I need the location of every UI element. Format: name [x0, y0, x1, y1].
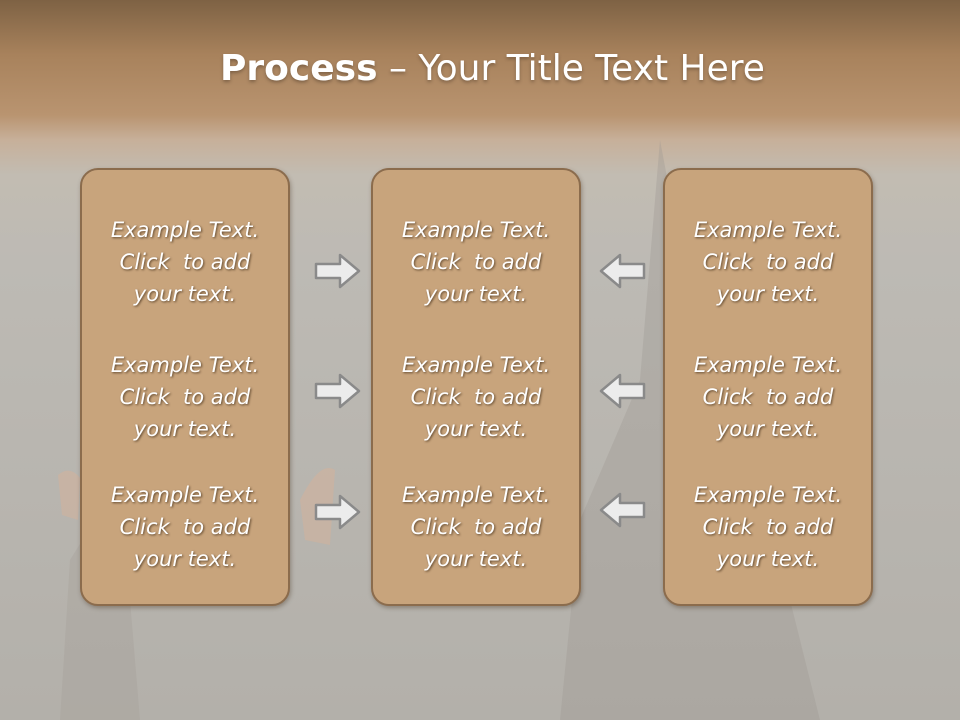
text-line: Example Text.	[693, 483, 843, 507]
slide-title[interactable]: Process – Your Title Text Here	[0, 48, 960, 89]
title-bold-text: Process	[220, 48, 378, 89]
text-block[interactable]: Example Text. Click to add your text.	[373, 479, 579, 575]
text-line: your text.	[424, 417, 528, 441]
text-line: Click to add	[702, 515, 834, 539]
text-line: Click to add	[702, 250, 834, 274]
text-line: your text.	[716, 282, 820, 306]
text-line: your text.	[133, 282, 237, 306]
text-block[interactable]: Example Text. Click to add your text.	[665, 479, 871, 575]
text-block[interactable]: Example Text. Click to add your text.	[665, 214, 871, 310]
text-block[interactable]: Example Text. Click to add your text.	[82, 479, 288, 575]
arrow-right-icon[interactable]	[313, 251, 363, 291]
text-line: Click to add	[119, 515, 251, 539]
text-block[interactable]: Example Text. Click to add your text.	[82, 349, 288, 445]
text-line: Example Text.	[110, 353, 260, 377]
text-line: Click to add	[410, 515, 542, 539]
text-block[interactable]: Example Text. Click to add your text.	[665, 349, 871, 445]
text-line: your text.	[424, 282, 528, 306]
text-line: Click to add	[410, 250, 542, 274]
text-line: your text.	[716, 417, 820, 441]
text-line: Click to add	[119, 250, 251, 274]
title-rest-text: – Your Title Text Here	[377, 48, 765, 89]
text-block[interactable]: Example Text. Click to add your text.	[373, 214, 579, 310]
text-line: your text.	[424, 547, 528, 571]
text-line: your text.	[133, 547, 237, 571]
process-box-right[interactable]: Example Text. Click to add your text. Ex…	[663, 168, 873, 606]
text-line: Click to add	[702, 385, 834, 409]
arrow-left-icon[interactable]	[597, 490, 647, 530]
text-line: Example Text.	[693, 353, 843, 377]
text-line: your text.	[133, 417, 237, 441]
text-block[interactable]: Example Text. Click to add your text.	[82, 214, 288, 310]
text-block[interactable]: Example Text. Click to add your text.	[373, 349, 579, 445]
text-line: Click to add	[119, 385, 251, 409]
text-line: Example Text.	[401, 218, 551, 242]
text-line: your text.	[716, 547, 820, 571]
arrow-right-icon[interactable]	[313, 492, 363, 532]
text-line: Example Text.	[401, 483, 551, 507]
process-box-left[interactable]: Example Text. Click to add your text. Ex…	[80, 168, 290, 606]
arrow-right-icon[interactable]	[313, 371, 363, 411]
text-line: Example Text.	[110, 483, 260, 507]
arrow-left-icon[interactable]	[597, 251, 647, 291]
text-line: Click to add	[410, 385, 542, 409]
text-line: Example Text.	[401, 353, 551, 377]
process-box-middle[interactable]: Example Text. Click to add your text. Ex…	[371, 168, 581, 606]
text-line: Example Text.	[110, 218, 260, 242]
arrow-left-icon[interactable]	[597, 371, 647, 411]
text-line: Example Text.	[693, 218, 843, 242]
